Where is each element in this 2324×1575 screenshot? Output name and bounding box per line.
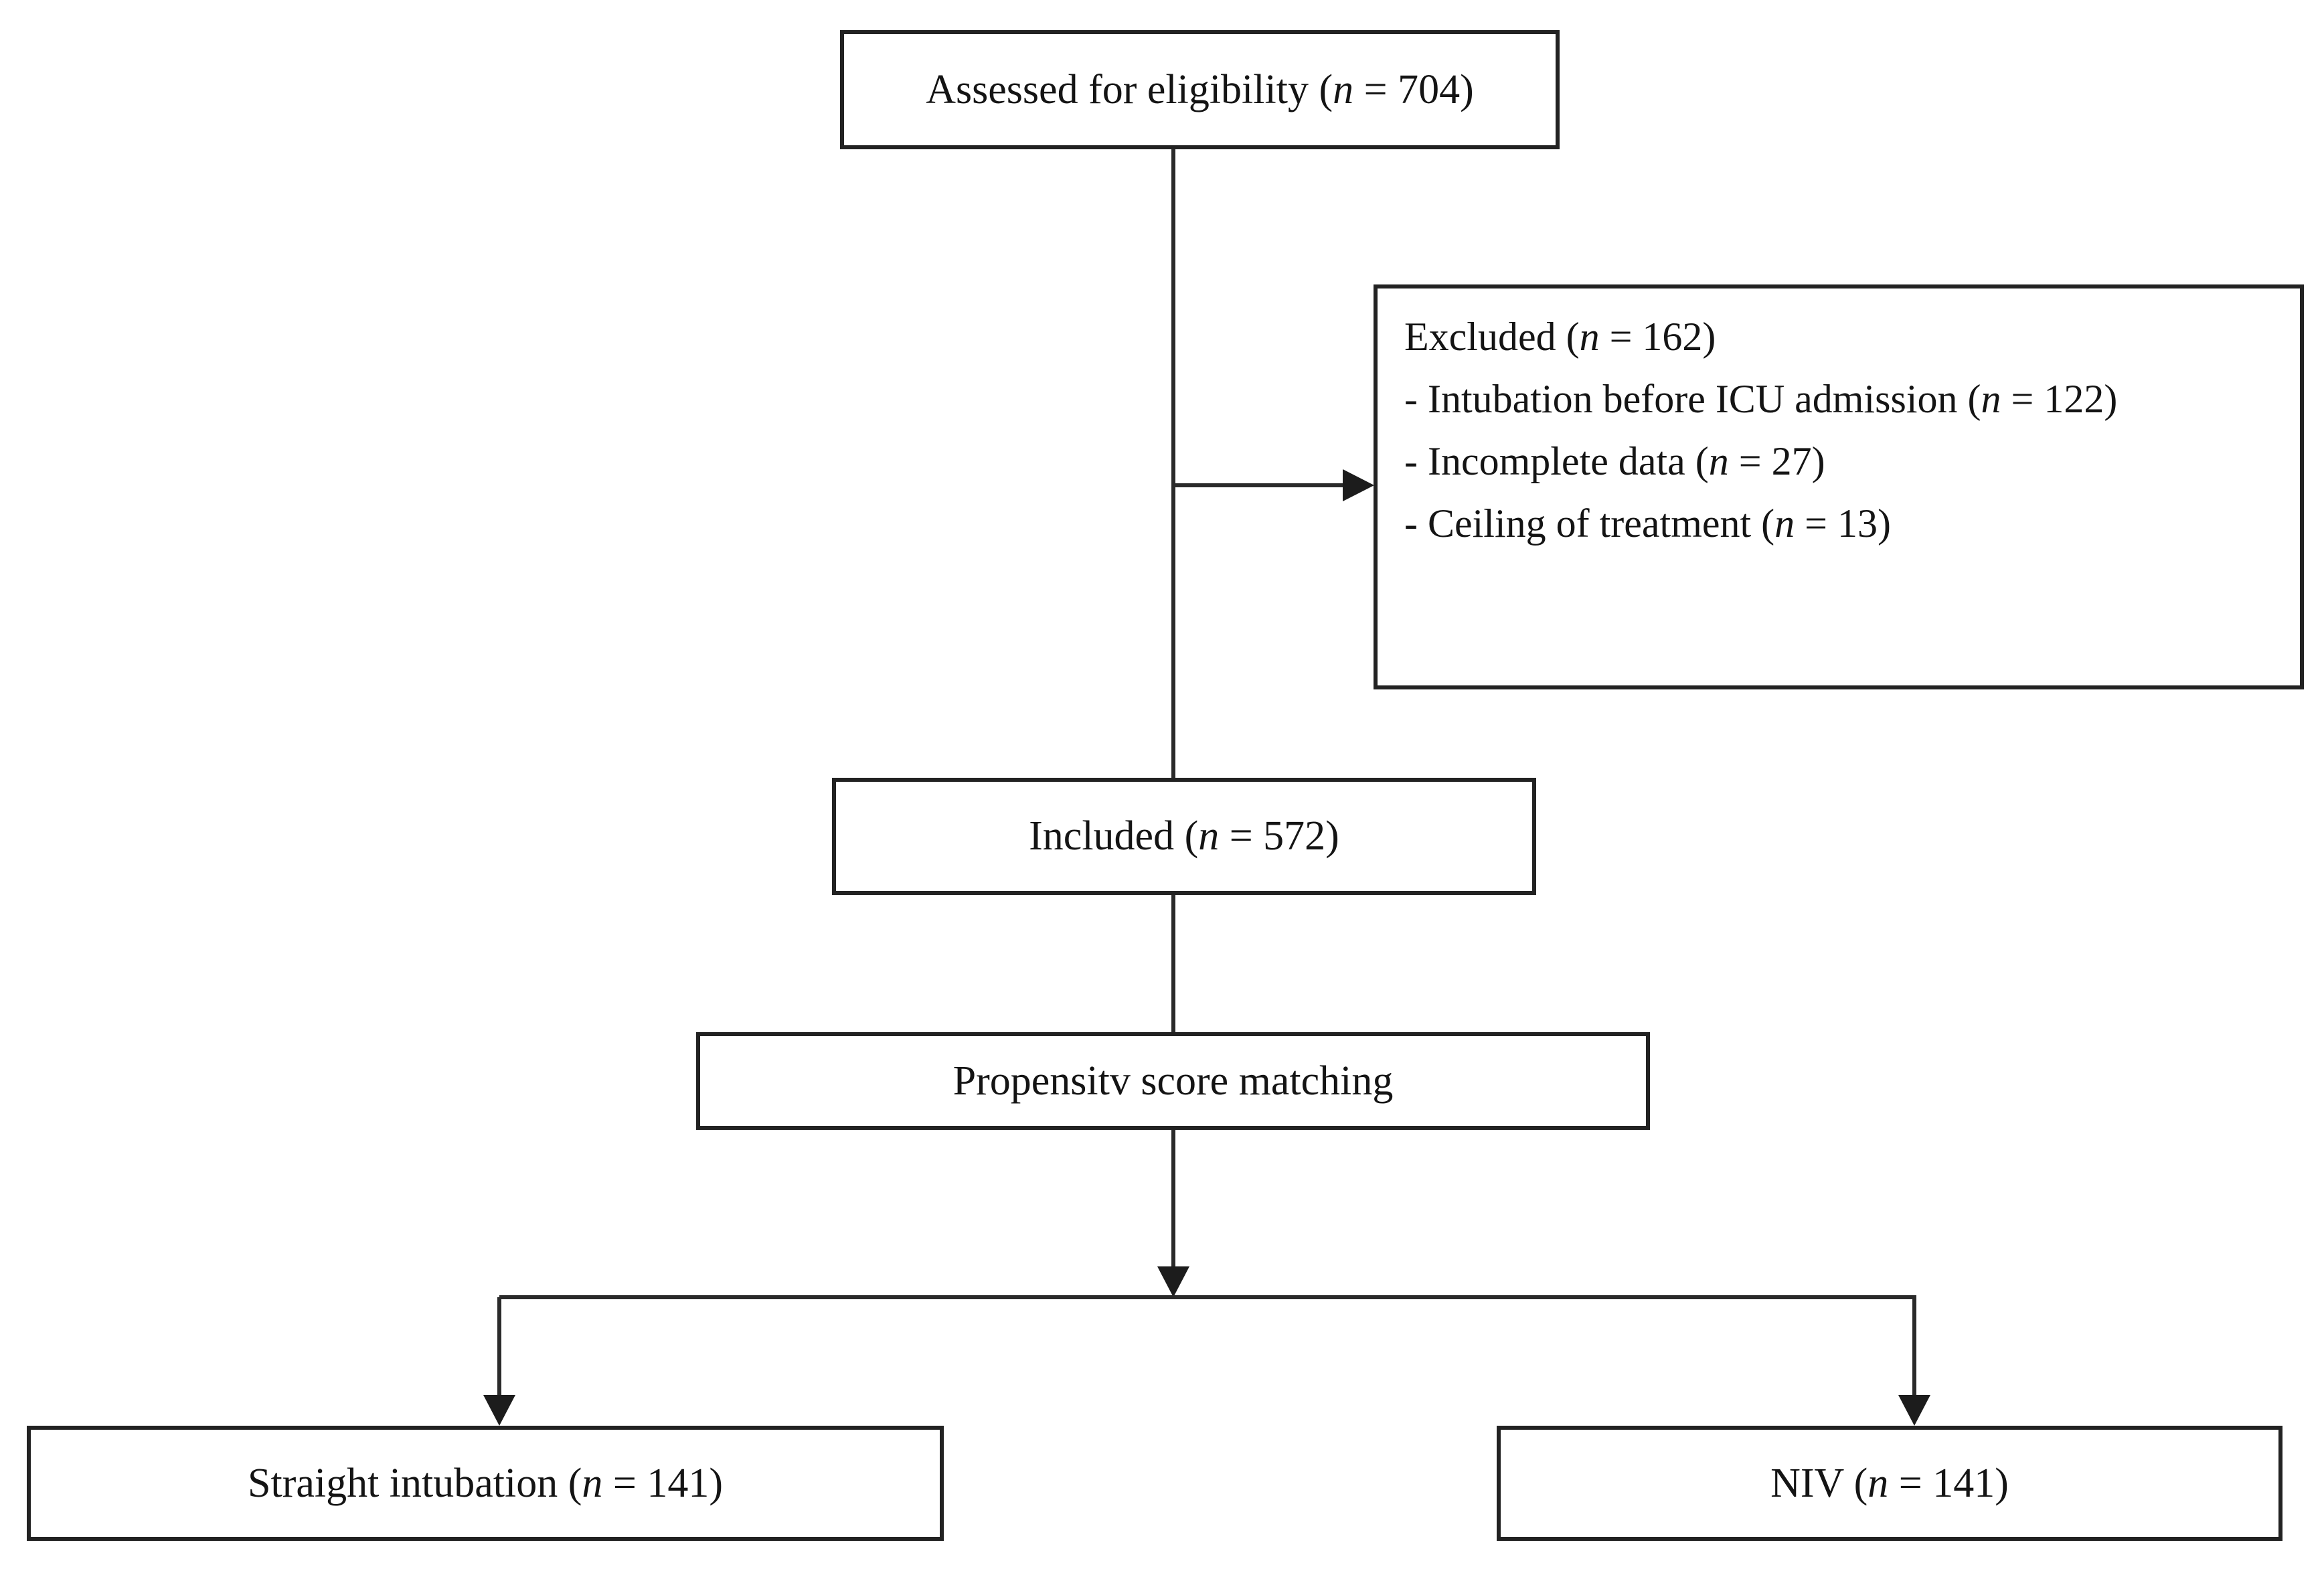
box-included: Included (n = 572) <box>832 778 1536 895</box>
connector-split-to-straight-intubation <box>497 1297 501 1396</box>
arrowhead-into-excluded-icon <box>1343 469 1374 501</box>
connector-assessed-to-included <box>1171 149 1175 778</box>
connector-propensity-to-split <box>1171 1130 1175 1270</box>
assessed-label: Assessed for eligibility (n = 704) <box>926 66 1474 112</box>
niv-label: NIV (n = 141) <box>1770 1460 2009 1506</box>
box-excluded: Excluded (n = 162) - Intubation before I… <box>1374 284 2304 689</box>
box-straight-intubation: Straight intubation (n = 141) <box>27 1426 944 1541</box>
connector-excluded-branch <box>1173 483 1344 487</box>
box-propensity-matching: Propensitv score matching <box>696 1032 1650 1130</box>
box-assessed-eligibility: Assessed for eligibility (n = 704) <box>840 30 1560 149</box>
connector-split-to-niv <box>1912 1297 1916 1396</box>
excluded-item-ceiling-of-treatment: - Ceiling of treatment (n = 13) <box>1404 501 1891 546</box>
included-label: Included (n = 572) <box>1029 813 1339 859</box>
arrowhead-at-split-junction-icon <box>1157 1266 1189 1297</box>
box-niv: NIV (n = 141) <box>1497 1426 2282 1541</box>
straight-intubation-label: Straight intubation (n = 141) <box>247 1460 723 1506</box>
excluded-title: Excluded (n = 162) <box>1404 315 1716 359</box>
propensity-label: Propensitv score matching <box>952 1058 1394 1104</box>
split-horizontal-line <box>499 1295 1916 1299</box>
connector-included-to-propensity <box>1171 895 1175 1032</box>
excluded-item-incomplete-data: - Incomplete data (n = 27) <box>1404 439 1825 483</box>
arrowhead-into-niv-icon <box>1898 1395 1930 1426</box>
excluded-item-intubation: - Intubation before ICU admission (n = 1… <box>1404 377 2118 421</box>
arrowhead-into-straight-intubation-icon <box>483 1395 515 1426</box>
